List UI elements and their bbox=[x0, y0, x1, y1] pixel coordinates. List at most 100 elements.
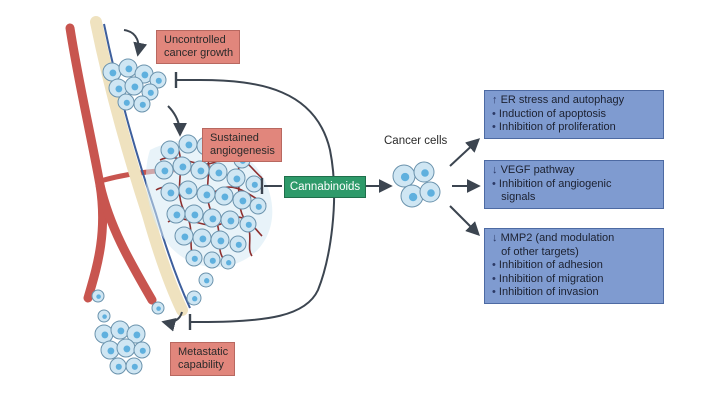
cancer-cell-icon bbox=[419, 181, 441, 203]
effect-line: of other targets) bbox=[492, 246, 657, 260]
cancer-cell-icon bbox=[102, 62, 122, 82]
bullet-icon: • bbox=[492, 286, 499, 298]
label-metastatic-capability: Metastatic capability bbox=[170, 342, 236, 376]
effect-line: • Inhibition of migration bbox=[492, 273, 657, 287]
effect-line: • Induction of apoptosis bbox=[492, 108, 657, 122]
cancer-cell-icon bbox=[110, 320, 130, 340]
cancer-cells-label: Cancer cells bbox=[384, 135, 448, 147]
effect-line: • Inhibition of proliferation bbox=[492, 121, 657, 135]
cancer-cell-icon bbox=[185, 249, 203, 267]
effect-line: • Inhibition of angiogenic bbox=[492, 178, 657, 192]
effect-line-text: ER stress and autophagy bbox=[500, 94, 625, 106]
cancer-cell-icon bbox=[97, 309, 111, 323]
effect-box-vegf: ↓ VEGF pathway• Inhibition of angiogenic… bbox=[484, 160, 664, 209]
cancer-cell-icon bbox=[203, 251, 221, 269]
cancer-cell-icon bbox=[226, 168, 246, 188]
effect-line-text: Inhibition of migration bbox=[498, 272, 604, 285]
blood-vessel-right bbox=[95, 180, 157, 305]
cancer-cell-icon bbox=[400, 184, 424, 208]
cancer-cell-icon bbox=[198, 272, 214, 288]
cancer-cell-icon bbox=[166, 204, 186, 224]
cancer-cell-icon bbox=[94, 324, 114, 344]
cancer-cell-icon bbox=[124, 76, 144, 96]
angiogenesis-arrow bbox=[167, 105, 187, 137]
indent-spacer bbox=[492, 246, 501, 258]
effect-line: signals bbox=[492, 191, 657, 205]
cancer-cell-icon bbox=[100, 340, 120, 360]
cancer-cell-icon bbox=[118, 58, 138, 78]
cancer-cell-icon bbox=[239, 215, 257, 233]
direction-arrow-icon: ↓ bbox=[492, 232, 501, 244]
bullet-icon: • bbox=[492, 272, 499, 285]
cancer-cell-icon bbox=[151, 301, 165, 315]
cancer-cell-icon bbox=[116, 338, 136, 358]
label-sustained-angiogenesis: Sustained angiogenesis bbox=[202, 128, 282, 162]
cancer-cell-icon bbox=[245, 175, 263, 193]
cancer-cell-icon bbox=[126, 324, 146, 344]
cancer-cell-icon bbox=[413, 161, 435, 183]
cancer-cell-icon bbox=[220, 210, 240, 230]
cancer-cell-icon bbox=[178, 134, 198, 154]
cancer-cell-icon bbox=[133, 95, 151, 113]
bullet-icon: • bbox=[492, 177, 499, 190]
direction-arrow-icon: ↑ bbox=[492, 94, 501, 106]
cancer-cell-icon bbox=[186, 290, 202, 306]
indent-spacer bbox=[492, 191, 501, 203]
cancer-cell-icon bbox=[160, 140, 180, 160]
cannabinoids-box: Cannabinoids bbox=[284, 176, 366, 198]
direction-arrow-icon: ↓ bbox=[492, 164, 501, 176]
label-uncontrolled-growth: Uncontrolled cancer growth bbox=[156, 30, 241, 64]
effect-arrow-top bbox=[449, 138, 481, 167]
effect-line: ↑ ER stress and autophagy bbox=[492, 94, 657, 108]
effect-line-text: Inhibition of invasion bbox=[498, 286, 599, 298]
cancer-cell-icon bbox=[392, 164, 416, 188]
cancer-cell-icon bbox=[125, 357, 143, 375]
cancer-cell-icon bbox=[184, 204, 204, 224]
effect-line-text: Inhibition of angiogenic bbox=[498, 177, 612, 190]
cancer-cell-icon bbox=[214, 186, 234, 206]
cancer-cell-icon bbox=[178, 180, 198, 200]
bullet-icon: • bbox=[492, 107, 499, 120]
effect-line-text: of other targets) bbox=[501, 245, 579, 258]
cancer-cell-icon bbox=[220, 254, 236, 270]
cancer-cell-icon bbox=[149, 71, 167, 89]
cancer-cell-icon bbox=[202, 208, 222, 228]
cancer-cell-icon bbox=[249, 197, 267, 215]
cancer-cell-icon bbox=[133, 341, 151, 359]
effect-line-text: VEGF pathway bbox=[500, 164, 575, 176]
effect-line-text: Inhibition of proliferation bbox=[498, 121, 616, 133]
cancer-cell-icon bbox=[210, 230, 230, 250]
cancer-cell-icon bbox=[208, 162, 228, 182]
cancer-cell-icon bbox=[160, 182, 180, 202]
cancer-cell-icon bbox=[174, 226, 194, 246]
effect-line: ↓ MMP2 (and modulation bbox=[492, 232, 657, 246]
bullet-icon: • bbox=[492, 121, 499, 133]
growth-arrow bbox=[123, 29, 148, 57]
effect-box-er-stress: ↑ ER stress and autophagy• Induction of … bbox=[484, 90, 664, 139]
effect-arrow-bottom bbox=[449, 205, 480, 236]
cell-clusters bbox=[91, 58, 441, 375]
bullet-icon: • bbox=[492, 259, 499, 271]
effect-box-mmp2: ↓ MMP2 (and modulation of other targets)… bbox=[484, 228, 664, 304]
cancer-cell-icon bbox=[172, 156, 192, 176]
inhibition-curve bbox=[176, 79, 336, 323]
effect-line-text: signals bbox=[501, 191, 536, 203]
cancer-cell-icon bbox=[109, 357, 127, 375]
cancer-cell-icon bbox=[232, 190, 252, 210]
cancer-cell-icon bbox=[196, 184, 216, 204]
effect-line: • Inhibition of adhesion bbox=[492, 259, 657, 273]
cancer-cell-icon bbox=[154, 160, 174, 180]
effect-line-text: Inhibition of adhesion bbox=[498, 259, 603, 271]
metastasis-arrow bbox=[161, 311, 183, 332]
cancer-cell-icon bbox=[141, 83, 159, 101]
cancer-cell-icon bbox=[190, 160, 210, 180]
cancer-cell-icon bbox=[117, 93, 135, 111]
blood-vessel-left bbox=[65, 23, 108, 303]
effect-line-text: Induction of apoptosis bbox=[498, 107, 606, 120]
effect-line: ↓ VEGF pathway bbox=[492, 164, 657, 178]
cancer-cell-icon bbox=[91, 289, 105, 303]
cancer-cell-icon bbox=[192, 228, 212, 248]
effect-line: • Inhibition of invasion bbox=[492, 286, 657, 300]
